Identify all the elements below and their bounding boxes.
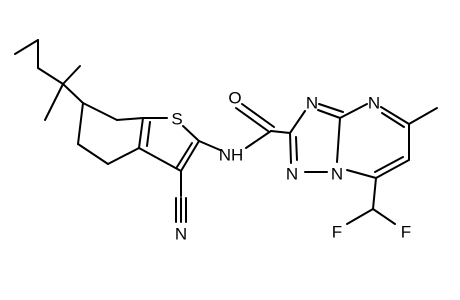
bond-carbonyl-triazole (270, 130, 291, 134)
bond-c4-c3a (107, 147, 140, 165)
sulfur-label: S (171, 110, 182, 129)
bond-tz-n1-c2 (289, 132, 292, 164)
bond-c7-chf2 (372, 177, 377, 210)
bond-pm-c3a-n4 (339, 103, 368, 119)
bond-pm-n4-c5-double (381, 112, 405, 128)
nitrile-nitrogen-label: N (175, 225, 187, 244)
fluorine-right-label: F (401, 223, 411, 242)
bond-tz-n3-c3a-double (318, 103, 344, 113)
bond-c6-c7 (82, 102, 118, 121)
thiophene-ring (138, 117, 200, 172)
bond-pm-c6-c7-double (374, 156, 404, 173)
bond-tz-c3a-n8 (336, 117, 341, 163)
cyclohexene-ring (77, 102, 144, 165)
bond-ethyl-terminal (14, 39, 39, 55)
bond-carbonyl-o-2 (241, 103, 275, 128)
bond-chf2-f-right (372, 208, 396, 225)
fluorine-left-label: F (332, 223, 342, 242)
bond-c2-c3 (180, 140, 200, 172)
triazole-bridge-n-label: N (331, 165, 343, 184)
bond-tz-n3-c3a (317, 109, 341, 119)
bond-quaternary-methyl-left (44, 83, 64, 121)
bond-tz-c2-n3 (289, 110, 306, 134)
tert-amyl-group (14, 39, 84, 121)
amide-group (198, 103, 291, 151)
bond-pm-c5-methyl (408, 107, 438, 125)
amide-oxygen-label: O (228, 89, 241, 108)
bond-c6-c5 (77, 102, 84, 145)
nitrile-group (175, 170, 187, 223)
bond-pm-n4-c5 (380, 106, 410, 125)
bond-c3a-c7a (138, 117, 144, 149)
bond-pm-c6-c7 (375, 159, 410, 179)
bond-chf2-f-left (346, 208, 374, 225)
pyrimidine-ring (339, 103, 438, 179)
triazole-n3-label: N (306, 94, 318, 113)
bond-c5-c4 (77, 143, 109, 165)
bond-nh-carbonyl (245, 130, 272, 149)
triazole-ring (289, 103, 344, 173)
pyrimidine-n4-label: N (368, 94, 380, 113)
bond-c3-c3a (138, 147, 182, 172)
bond-c2-c3-double (176, 142, 193, 168)
bond-carbonyl-o-1 (235, 107, 269, 132)
bond-c7-c7a (116, 117, 144, 121)
triazole-n1-label: N (286, 165, 298, 184)
bond-c3a-c7a-double (146, 121, 151, 147)
bond-pm-c7-n8 (346, 169, 377, 179)
bond-quaternary-methyl-top (62, 65, 81, 85)
bond-quaternary-ring (62, 83, 84, 104)
bond-c2-nh (198, 140, 221, 151)
bond-s-c2 (182, 125, 200, 142)
difluoromethyl-group (346, 177, 396, 225)
amide-nh-label: NH (219, 146, 244, 165)
bond-tz-n1-c2-double (295, 136, 298, 161)
bond-quaternary-ethyl (37, 67, 64, 85)
